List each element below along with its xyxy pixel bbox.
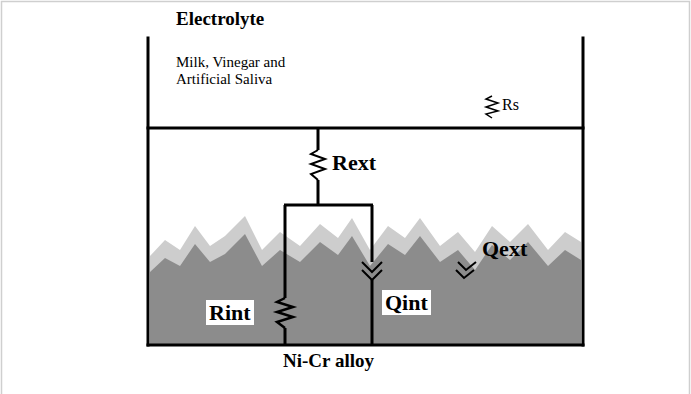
title-label: Electrolyte xyxy=(176,8,264,30)
resistor-symbol xyxy=(277,298,293,328)
material-label: Ni-Cr alloy xyxy=(283,350,374,372)
component-label: Qext xyxy=(482,236,527,261)
component-label: Rs xyxy=(502,96,519,114)
beaker-outline xyxy=(148,38,583,345)
component-label: Rint xyxy=(206,300,254,325)
surface-light-layer xyxy=(150,216,581,345)
component-label: Qint xyxy=(382,290,431,315)
capacitor-symbol xyxy=(456,262,476,278)
resistor-symbol xyxy=(311,150,325,180)
electrolyte-note: Milk, Vinegar and Artificial Saliva xyxy=(176,54,326,89)
component-label: Rext xyxy=(332,150,376,175)
capacitor-symbol xyxy=(362,262,382,280)
resistor-symbol xyxy=(486,96,498,118)
surface-dark-layer xyxy=(150,234,581,345)
